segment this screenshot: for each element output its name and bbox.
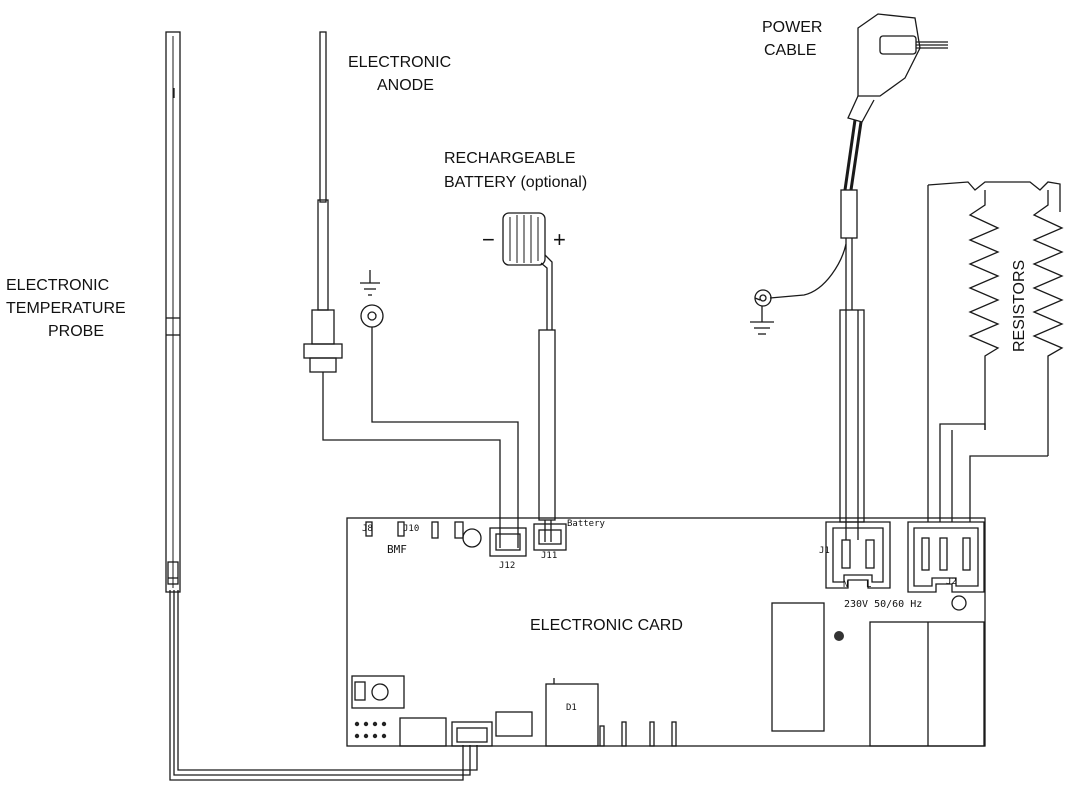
probe-label-line1: ELECTRONIC [6, 277, 109, 294]
card-label: ELECTRONIC CARD [530, 617, 683, 634]
pcb-label-j1: J1 [819, 546, 830, 556]
pcb-label-j8: J8 [362, 524, 373, 534]
electronic-anode [303, 31, 501, 522]
battery-plus-sign: + [553, 227, 566, 252]
power-cable [750, 13, 948, 540]
anode-label-line2: ANODE [377, 77, 434, 94]
pcb-label-bmf: BMF [387, 543, 407, 556]
power-label-line1: POWER [762, 19, 822, 36]
pcb-label-n: N [843, 580, 848, 590]
battery-minus-sign: − [482, 227, 495, 252]
pcb-label-j11: J11 [541, 551, 557, 561]
pcb-label-l: L [866, 580, 871, 590]
power-label-line2: CABLE [764, 42, 816, 59]
temperature-probe [165, 31, 478, 781]
anode-label-line1: ELECTRONIC [348, 54, 451, 71]
electronic-card [346, 517, 986, 747]
rechargeable-battery [502, 212, 556, 521]
pcb-label-battery: Battery [567, 519, 606, 529]
resistors [927, 181, 1064, 522]
pcb-label-j10: J10 [403, 524, 419, 534]
pcb-label-d1: D1 [566, 703, 577, 713]
probe-label-line2: TEMPERATURE [6, 300, 126, 317]
battery-label-line1: RECHARGEABLE [444, 150, 576, 167]
pcb-label-j12: J12 [499, 561, 515, 571]
pcb-label-voltage: 230V 50/60 Hz [844, 599, 922, 610]
probe-label-line3: PROBE [48, 323, 104, 340]
battery-label-line2: BATTERY (optional) [444, 174, 587, 191]
ground-terminal-left [360, 270, 519, 522]
pcb-label-j2: J2 [946, 577, 957, 587]
resistors-label: RESISTORS [1011, 260, 1028, 352]
